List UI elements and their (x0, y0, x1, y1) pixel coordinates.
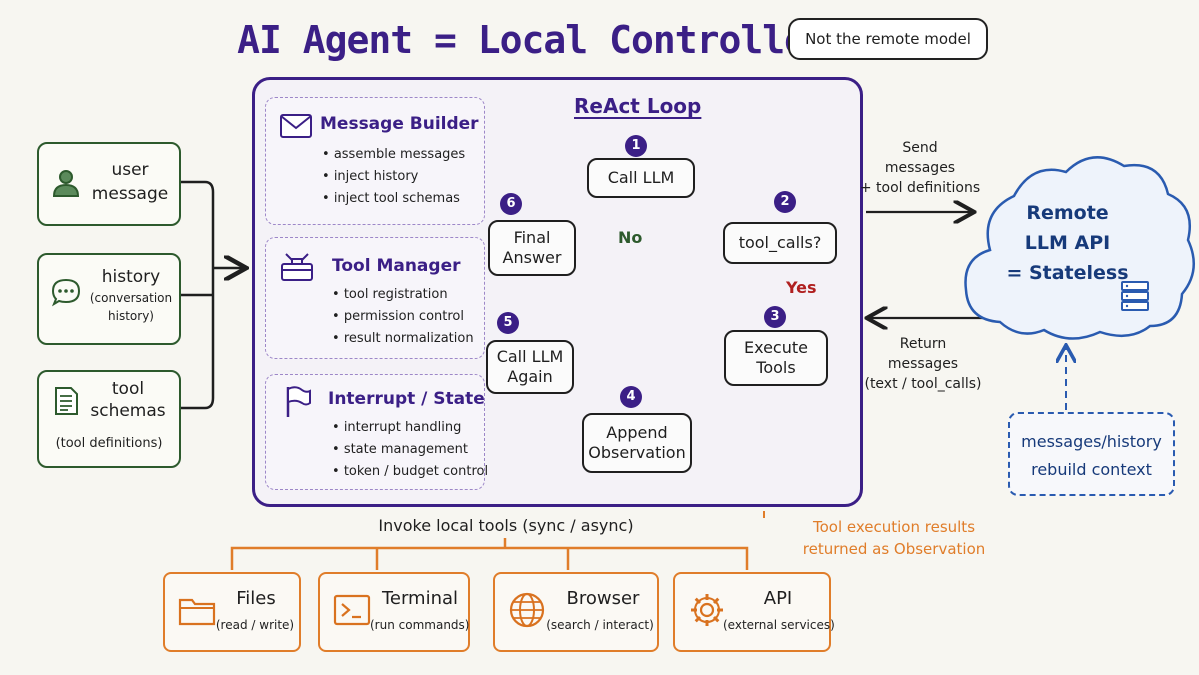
input-label-line2: message (91, 184, 169, 204)
input-label-line2: schemas (90, 401, 166, 421)
page-title: AI Agent = Local Controller (237, 18, 829, 62)
user-icon (52, 170, 80, 197)
yes-label: Yes (786, 278, 817, 297)
tool-api: API (external services) (673, 572, 835, 652)
chat-icon (51, 278, 81, 307)
step-line: Append (606, 423, 668, 442)
remote-llm-api: Remote LLM API = Stateless (1005, 198, 1130, 288)
remote-line: Remote (1026, 202, 1109, 224)
step-call-llm: Call LLM (587, 158, 695, 198)
observation-note: Tool execution results returned as Obser… (794, 516, 994, 560)
input-sub: (tool definitions) (55, 436, 163, 451)
module-item: inject history (322, 166, 465, 188)
tool-browser: Browser (search / interact) (493, 572, 659, 652)
module-item: state management (332, 439, 488, 461)
step-number-badge: 5 (497, 312, 519, 334)
context-line: messages/history (1021, 432, 1162, 451)
input-tool-schemas: tool schemas (tool definitions) (37, 370, 181, 468)
input-sub: history) (108, 309, 154, 323)
tool-files: Files (read / write) (163, 572, 301, 652)
step-number-badge: 6 (500, 193, 522, 215)
module-item: permission control (332, 306, 474, 328)
globe-icon (509, 592, 545, 628)
server-icon (1121, 281, 1149, 311)
module-title: Interrupt / State (328, 389, 485, 409)
step-tool-calls: tool_calls? (723, 222, 837, 264)
send-line: messages (884, 160, 956, 176)
input-label-line1: user (111, 160, 149, 180)
tool-sub: (run commands) (370, 618, 470, 632)
return-annotation: Return messages (text / tool_calls) (858, 334, 988, 394)
tool-name: Browser (566, 588, 640, 609)
return-line: messages (887, 356, 959, 372)
tool-name: Files (236, 588, 276, 609)
step-number-badge: 4 (620, 386, 642, 408)
gear-icon (691, 594, 723, 626)
module-title: Message Builder (320, 114, 479, 134)
react-loop-title: ReAct Loop (574, 94, 702, 118)
envelope-icon (280, 114, 312, 138)
input-user-message: user message (37, 142, 181, 226)
remote-line: = Stateless (1006, 262, 1129, 284)
send-line: + tool definitions (859, 180, 981, 196)
tool-name: Terminal (381, 588, 459, 609)
module-item: token / budget control (332, 461, 488, 483)
input-label-line2: (conversation (89, 291, 173, 305)
return-line: Return (899, 336, 947, 352)
context-rebuild-box: messages/history rebuild context (1008, 412, 1175, 496)
flag-icon (286, 386, 311, 417)
module-tool-manager: Tool Manager tool registration permissio… (265, 237, 485, 359)
step-line: Tools (756, 358, 796, 377)
input-history: history (conversation history) (37, 253, 181, 345)
note-bubble: Not the remote model (788, 18, 988, 60)
step-number-badge: 3 (764, 306, 786, 328)
step-line: Again (507, 367, 553, 386)
input-label-line1: tool (111, 379, 145, 399)
step-number-badge: 1 (625, 135, 647, 157)
observation-line: returned as Observation (802, 540, 986, 558)
module-item: assemble messages (322, 144, 465, 166)
module-item: interrupt handling (332, 417, 488, 439)
folder-icon (178, 598, 216, 626)
return-line: (text / tool_calls) (864, 376, 982, 392)
input-label-line1: history (101, 267, 161, 287)
no-label: No (618, 228, 643, 247)
tool-sub: (search / interact) (546, 618, 654, 632)
remote-line: LLM API (1024, 232, 1111, 254)
module-item: inject tool schemas (322, 188, 465, 210)
tool-sub: (external services) (723, 618, 835, 632)
invoke-tools-label: Invoke local tools (sync / async) (378, 516, 634, 535)
terminal-icon (333, 594, 371, 626)
observation-line: Tool execution results (812, 518, 976, 536)
send-annotation: Send messages + tool definitions (858, 138, 982, 198)
step-number-badge: 2 (774, 191, 796, 213)
step-line: Final (513, 228, 551, 247)
step-line: Call LLM (496, 347, 564, 366)
step-line: Observation (588, 443, 686, 462)
toolbox-icon (281, 253, 313, 281)
context-line: rebuild context (1031, 460, 1152, 479)
tool-name: API (763, 588, 793, 609)
module-message-builder: Message Builder assemble messages inject… (265, 97, 485, 225)
module-item: tool registration (332, 284, 474, 306)
tool-sub: (read / write) (215, 618, 295, 632)
send-line: Send (902, 140, 938, 156)
step-line: Execute (744, 338, 808, 357)
tool-terminal: Terminal (run commands) (318, 572, 470, 652)
module-interrupt-state: Interrupt / State interrupt handling sta… (265, 374, 488, 490)
module-title: Tool Manager (332, 256, 461, 276)
step-line: Answer (502, 248, 562, 267)
document-icon (55, 387, 78, 415)
module-item: result normalization (332, 328, 474, 350)
